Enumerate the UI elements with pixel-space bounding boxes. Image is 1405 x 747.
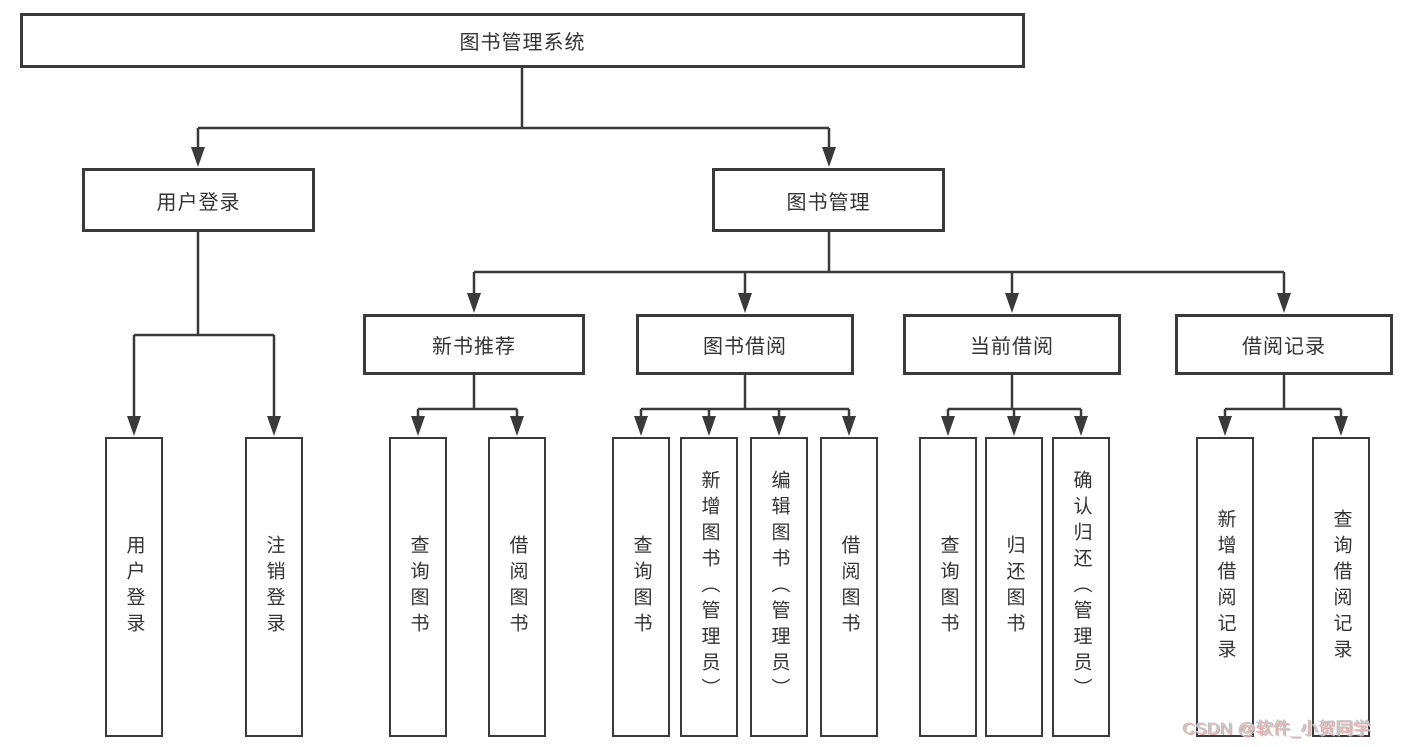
- node-label: 注销登录: [263, 535, 285, 639]
- node-label: 图书借阅: [703, 336, 787, 358]
- leaf-logout: 注销登录: [245, 437, 303, 737]
- node-label: 用户登录: [123, 535, 145, 639]
- arrowhead-icons: [127, 147, 1348, 436]
- node-label: 图书管理系统: [459, 32, 586, 54]
- node-label: 查询图书: [937, 535, 959, 639]
- leaf-return-books: 归还图书: [985, 437, 1043, 737]
- node-root-library-management-system: 图书管理系统: [20, 13, 1025, 68]
- leaf-borrow-books: 借阅图书: [488, 437, 546, 737]
- leaf-add-books-admin: 新增图书（管理员）: [680, 437, 738, 737]
- leaf-query-borrow-record: 查询借阅记录: [1312, 437, 1370, 737]
- leaf-borrow-books-2: 借阅图书: [820, 437, 878, 737]
- node-label: 当前借阅: [970, 336, 1054, 358]
- node-book-borrow: 图书借阅: [636, 314, 854, 375]
- leaf-query-books-3: 查询图书: [919, 437, 977, 737]
- node-label: 新书推荐: [432, 336, 516, 358]
- node-label: 借阅图书: [838, 535, 860, 639]
- node-book-management: 图书管理: [712, 168, 945, 232]
- leaf-edit-books-admin: 编辑图书（管理员）: [750, 437, 808, 737]
- node-label: 查询图书: [407, 535, 429, 639]
- csdn-watermark: CSDN @软件_小贺同学: [1183, 719, 1372, 738]
- node-label: 借阅图书: [506, 535, 528, 639]
- node-label: 确认归还（管理员）: [1070, 470, 1092, 704]
- node-user-login: 用户登录: [82, 168, 315, 232]
- node-current-borrow: 当前借阅: [903, 314, 1121, 375]
- leaf-add-borrow-record: 新增借阅记录: [1196, 437, 1254, 737]
- leaf-query-books: 查询图书: [389, 437, 447, 737]
- node-label: 查询图书: [630, 535, 652, 639]
- leaf-confirm-return-admin: 确认归还（管理员）: [1052, 437, 1110, 737]
- leaf-query-books-2: 查询图书: [612, 437, 670, 737]
- node-label: 查询借阅记录: [1330, 509, 1352, 665]
- node-label: 新增借阅记录: [1214, 509, 1236, 665]
- leaf-user-login: 用户登录: [105, 437, 163, 737]
- node-new-book-recommend: 新书推荐: [363, 314, 585, 375]
- node-label: 编辑图书（管理员）: [768, 470, 790, 704]
- node-label: 归还图书: [1003, 535, 1025, 639]
- node-borrow-records: 借阅记录: [1175, 314, 1393, 375]
- node-label: 借阅记录: [1242, 336, 1326, 358]
- node-label: 新增图书（管理员）: [698, 470, 720, 704]
- node-label: 用户登录: [156, 191, 241, 214]
- node-label: 图书管理: [786, 191, 871, 214]
